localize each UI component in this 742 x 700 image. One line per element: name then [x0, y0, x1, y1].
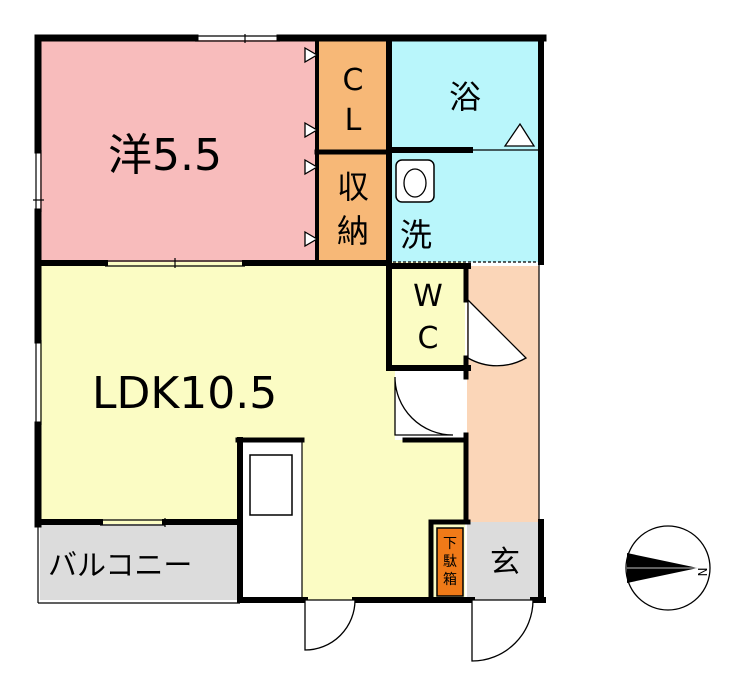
ldk-label: LDK10.5	[92, 368, 277, 419]
balcony-fill	[40, 524, 238, 600]
shoe-box-label-1: 下	[443, 536, 457, 552]
bath-door-mark	[503, 122, 536, 147]
closet-cl-label-top: C	[343, 63, 364, 98]
compass: N	[625, 525, 711, 611]
storage-label-top: 収	[337, 168, 369, 206]
balcony-label: バルコニー	[48, 548, 192, 582]
hallway-fill	[467, 266, 539, 522]
walls	[34, 34, 547, 603]
entrance-fill	[467, 522, 539, 600]
wc-label-top: W	[413, 279, 443, 314]
door-swings	[304, 298, 534, 662]
western-room-label: 洋5.5	[108, 130, 222, 181]
shoe-box-label-3: 箱	[443, 572, 457, 588]
entrance-label: 玄	[490, 545, 520, 580]
storage-fill	[317, 151, 389, 262]
closet-cl-label-bottom: L	[345, 103, 362, 138]
bath-label: 浴	[449, 78, 481, 116]
shoe-box-label-2: 駄	[443, 554, 457, 570]
western-room-fill	[40, 40, 317, 262]
wc-label-bottom: C	[418, 321, 439, 356]
storage-label-bottom: 納	[337, 212, 369, 250]
thin-lines	[33, 34, 541, 604]
compass-north-label: N	[695, 568, 709, 577]
washbasin	[395, 159, 435, 203]
shoe-box	[436, 527, 464, 597]
closet-door-marks	[304, 40, 319, 262]
closet-cl-fill	[317, 40, 389, 151]
washroom-label: 洗	[400, 216, 432, 254]
